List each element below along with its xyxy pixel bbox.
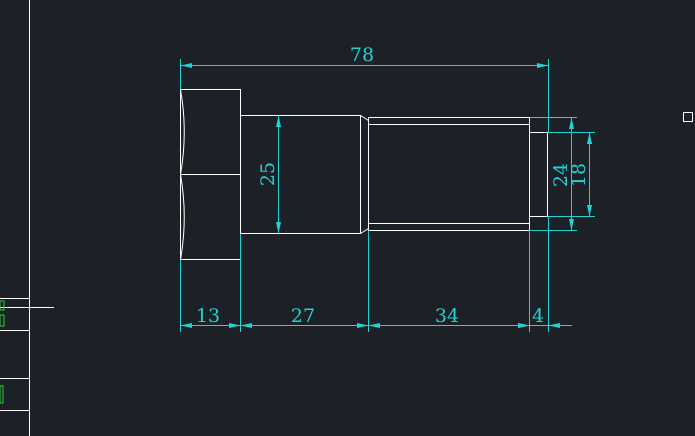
dim-text-shank-length: 27 <box>291 305 315 327</box>
dim-arrow <box>548 323 560 328</box>
dim-arrow <box>276 115 281 127</box>
dim-text-neck-diameter: 18 <box>568 163 590 187</box>
bolt-neck[interactable] <box>529 132 548 217</box>
dim-arrow <box>537 63 549 68</box>
side-panel <box>0 0 54 436</box>
dim-text-head-length: 13 <box>196 305 220 327</box>
dim-arrow <box>240 323 252 328</box>
dim-arrow <box>587 205 592 217</box>
panel-green-marker <box>0 314 5 327</box>
dim-text-shank-diameter: 25 <box>257 162 279 186</box>
dim-text-overall-length: 78 <box>350 44 374 66</box>
bolt-shank[interactable] <box>240 115 361 234</box>
head-chamfer-arc <box>180 174 185 260</box>
dim-arrow <box>587 132 592 144</box>
dimensions: 78 13 27 34 4 25 24 <box>180 44 595 332</box>
dim-arrow <box>368 323 380 328</box>
panel-green-marker <box>0 385 4 404</box>
shank-chamfer <box>360 228 369 234</box>
dim-arrow <box>357 323 369 328</box>
panel-green-marker <box>0 300 5 311</box>
bolt-geometry[interactable] <box>180 89 548 260</box>
pickbox-cursor <box>683 112 693 122</box>
dim-text-thread-length: 34 <box>435 305 459 327</box>
shank-chamfer <box>360 115 369 121</box>
dim-arrow <box>276 222 281 234</box>
dim-arrow <box>229 323 241 328</box>
dim-text-neck-length: 4 <box>532 305 544 327</box>
dim-arrow <box>180 63 192 68</box>
dim-arrow <box>569 219 574 231</box>
bolt-thread[interactable] <box>368 117 530 231</box>
dim-arrow <box>180 323 192 328</box>
head-chamfer-arc <box>180 89 185 175</box>
dim-arrow <box>569 117 574 129</box>
dim-text-thread-diameter: 24 <box>550 163 572 187</box>
dim-arrow <box>518 323 530 328</box>
